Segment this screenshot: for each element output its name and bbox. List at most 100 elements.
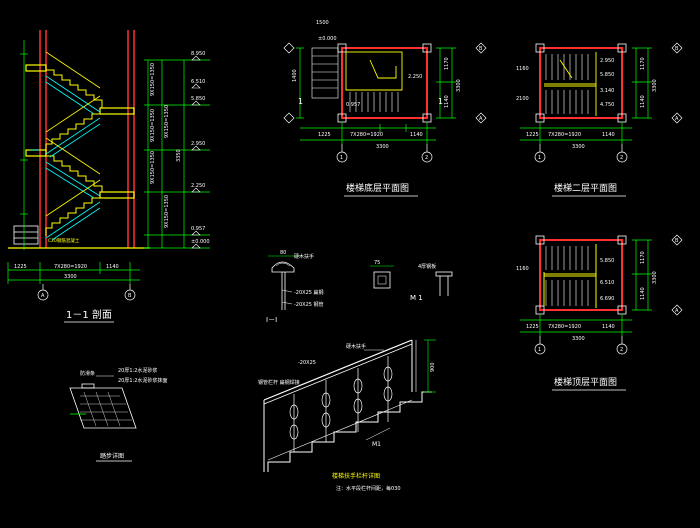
riser-label: 9X150=1350: [164, 195, 170, 228]
railing-balusters: [289, 356, 393, 452]
plan-dim: 3300: [572, 336, 585, 342]
section-handrail: [45, 51, 101, 217]
plan-dim: 3300: [652, 79, 658, 92]
plan-dim: 1225: [526, 132, 539, 138]
riser-label: 9X150=1350: [150, 151, 156, 184]
plan-dim: 7X280=1920: [548, 132, 581, 138]
plan-level: 6.690: [600, 296, 614, 302]
height-label: 3350: [176, 149, 182, 162]
axis-label: 2: [620, 155, 623, 161]
section-mark: 1: [298, 97, 303, 106]
section-hatching: [30, 75, 101, 241]
level-label: 6.510: [191, 79, 205, 85]
plan-ground-dims: [296, 47, 456, 144]
m1-size: 75: [374, 260, 380, 266]
axis-label: 1: [340, 155, 343, 161]
axis-label: B: [128, 293, 132, 299]
plan-dim: 1225: [526, 324, 539, 330]
plan-dim: 3300: [652, 271, 658, 284]
step-label: 20厚1:2水泥砂浆抹面: [118, 377, 167, 384]
axis-label: 1: [538, 347, 541, 353]
section-note: C20钢筋混凝土: [48, 237, 80, 244]
plan-second-stair: [544, 52, 597, 116]
railing-note: 注：水平段栏杆间距，每030: [336, 485, 401, 492]
plan-wall: [341, 47, 428, 119]
axis-label: A: [675, 308, 679, 314]
plan-top-dims: [520, 239, 652, 336]
plan-level: 3.140: [600, 88, 614, 94]
plan-dim: 1160: [516, 266, 529, 272]
plan-dim: 3300: [456, 79, 462, 92]
m1-plate-label: 4厚钢板: [418, 263, 436, 270]
level-label: 5.850: [191, 96, 205, 102]
plan-second-title: 楼梯二层平面图: [554, 182, 617, 194]
axis-label: 1: [538, 155, 541, 161]
plan-second: 1225 7X280=1920 1140 3300 2.950 5.850 3.…: [516, 42, 683, 197]
section-axes: [37, 284, 136, 301]
section-left-dims: [20, 40, 28, 250]
level-label: ±0.000: [191, 239, 210, 245]
handrail-size: 80: [280, 250, 286, 256]
plan-level: 2.250: [408, 74, 422, 80]
plan-level: 4.750: [600, 102, 614, 108]
axis-label: A: [41, 293, 45, 299]
plan-level: 2.950: [600, 58, 614, 64]
section-dim: 3300: [64, 274, 77, 280]
plan-dim: 1400: [292, 69, 298, 82]
plan-wall: [539, 239, 623, 311]
axis-label: 2: [620, 347, 623, 353]
i-i-label: I－I: [266, 316, 277, 324]
plan-top: 1225 7X280=1920 1140 3300 5.850 6.510 6.…: [516, 234, 683, 391]
plan-level: ±0.000: [318, 36, 337, 42]
plan-level: 5.850: [600, 258, 614, 264]
axis-label: B: [479, 46, 483, 52]
rail-label: -20X25: [298, 360, 316, 366]
rail-label: M1: [372, 441, 381, 448]
plan-top-title: 楼梯顶层平面图: [554, 376, 617, 388]
axis-label: B: [675, 46, 679, 52]
riser-label: 9X150=1350: [164, 105, 170, 138]
axis-label: A: [479, 116, 483, 122]
railing-detail: 900 硬木扶手 -20X25 钢管栏杆 扁钢焊接 M1 楼梯扶手栏杆详图 注：…: [258, 339, 436, 492]
plan-dim: 1170: [640, 57, 646, 70]
section-dim: 7X280=1920: [54, 264, 87, 270]
section-ground-steps: [13, 225, 39, 245]
plan-level: 6.510: [600, 280, 614, 286]
rail-dim: 900: [430, 362, 436, 372]
plan-level: 0.957: [346, 102, 360, 108]
section-mark: 1: [438, 97, 443, 106]
plan-second-dims: [520, 47, 652, 144]
m1-label: M 1: [410, 294, 423, 302]
section-dim: 1140: [106, 264, 119, 270]
plan-dim: 1170: [640, 251, 646, 264]
section-dim: 1225: [14, 264, 27, 270]
plan-dim: 1140: [410, 132, 423, 138]
handrail-detail: 80 硬木扶手 -20X25 扁钢 -20X25 钢管 I－I: [266, 250, 324, 324]
plan-dim: 1140: [640, 287, 646, 300]
axis-label: B: [675, 238, 679, 244]
plan-dim: 1225: [318, 132, 331, 138]
axis-label: 2: [425, 155, 428, 161]
plan-dim: 1160: [516, 66, 529, 72]
plan-dim: 1140: [602, 324, 615, 330]
plan-wall: [539, 47, 623, 119]
m1-detail: 75 4厚钢板 M 1: [370, 260, 453, 302]
plan-top-stair: [543, 244, 597, 308]
rail-label: 钢管栏杆 扁钢焊接: [258, 379, 300, 386]
handrail-label: 硬木扶手: [294, 253, 314, 260]
riser-label: 9X150=1350: [150, 109, 156, 142]
plan-top-axes: [534, 234, 683, 355]
plan-ground-title: 楼梯底层平面图: [346, 182, 409, 194]
axis-label: A: [675, 116, 679, 122]
level-label: 2.250: [191, 183, 205, 189]
steel-label: -20X25 钢管: [294, 301, 324, 308]
step-label: 20厚1:2水泥砂浆: [118, 367, 157, 374]
step-detail: 防滑条 20厚1:2水泥砂浆 20厚1:2水泥砂浆抹面 踏步详图: [69, 367, 167, 462]
plan-level: 5.850: [600, 72, 614, 78]
steel-label: -20X25 扁钢: [294, 289, 324, 296]
level-label: 8.950: [191, 51, 205, 57]
railing-detail-title: 楼梯扶手栏杆详图: [332, 472, 380, 480]
plan-dim: 7X280=1920: [548, 324, 581, 330]
section-title: 1－1 剖面: [66, 308, 112, 321]
